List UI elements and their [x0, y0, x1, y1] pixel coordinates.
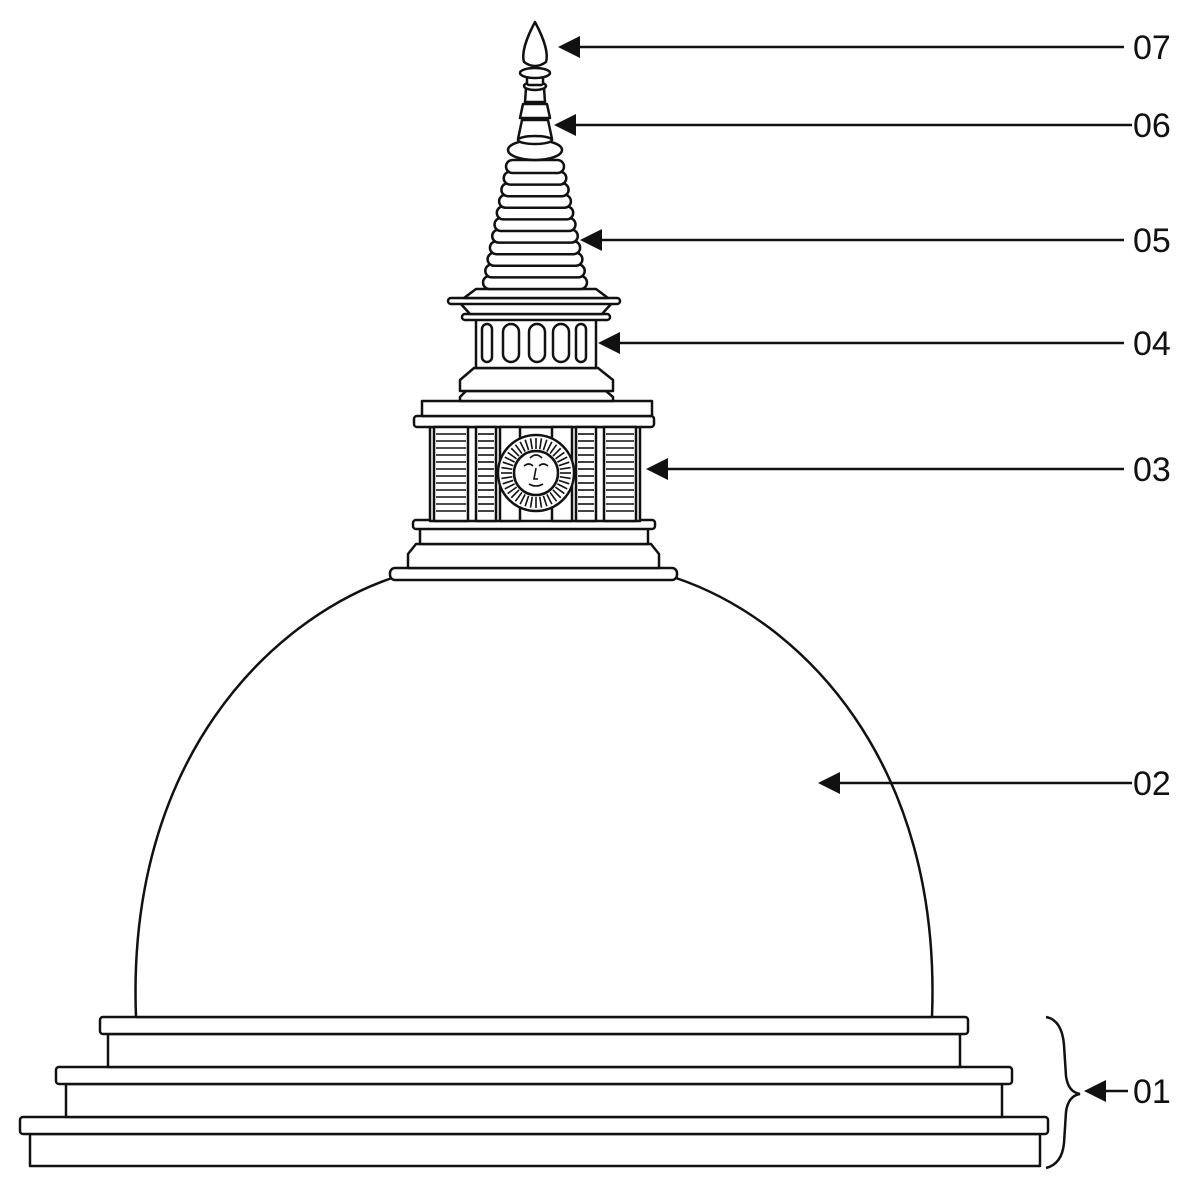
callout-06: 06 [554, 107, 1171, 145]
base-terraces [18, 1015, 1050, 1168]
slat-panel [602, 425, 638, 523]
niches [480, 322, 588, 364]
niche [501, 322, 521, 364]
label-06: 06 [1133, 107, 1171, 145]
niche [574, 322, 588, 364]
crystal-finial [518, 20, 552, 80]
upper-spire [506, 74, 564, 162]
label-02: 02 [1133, 765, 1171, 803]
label-03: 03 [1133, 451, 1171, 489]
callout-01: 01 [1084, 1073, 1171, 1111]
label-07: 07 [1133, 29, 1171, 67]
callout-03: 03 [646, 451, 1171, 489]
callout-07: 07 [558, 29, 1171, 67]
spire-ring [504, 158, 566, 175]
niche [527, 322, 547, 364]
base-bracket [1045, 1015, 1081, 1170]
niche [480, 322, 494, 364]
label-04: 04 [1133, 325, 1171, 363]
callout-04: 04 [598, 325, 1171, 363]
spire-rings [481, 158, 589, 291]
label-05: 05 [1133, 222, 1171, 260]
callout-05: 05 [580, 222, 1171, 260]
slat-panel [432, 425, 470, 523]
callout-02: 02 [818, 765, 1171, 803]
dome [134, 576, 934, 1019]
sun-face-icon [496, 433, 576, 513]
niche [551, 322, 571, 364]
devata-kotuwa [446, 287, 622, 403]
label-01: 01 [1133, 1073, 1171, 1111]
